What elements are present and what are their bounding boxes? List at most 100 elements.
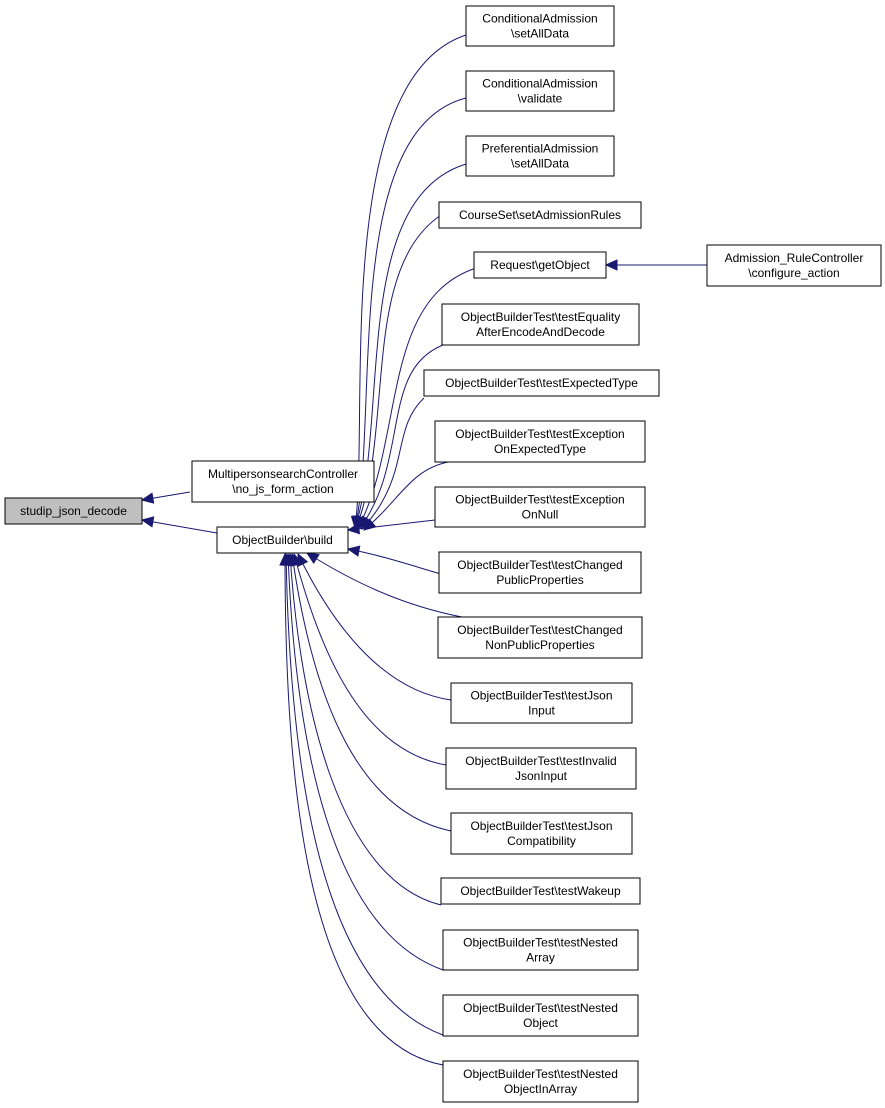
node-t_chpub[interactable]: ObjectBuilderTest\testChangedPublicPrope…: [438, 551, 642, 594]
node-mpsc[interactable]: MultipersonsearchController\no_js_form_a…: [191, 460, 375, 503]
node-box: [473, 251, 607, 279]
node-box: [442, 929, 639, 971]
node-label: ObjectBuilderTest\testChanged: [457, 558, 622, 572]
node-box: [434, 420, 646, 463]
node-label: Compatibility: [507, 834, 576, 848]
edge-line: [285, 553, 444, 1036]
arrowhead-icon: [346, 522, 361, 535]
node-t_equal[interactable]: ObjectBuilderTest\testEqualityAfterEncod…: [441, 303, 640, 346]
arrowhead-icon: [140, 492, 155, 504]
edge-arc_conf-to-req_get: [604, 259, 707, 271]
node-build[interactable]: ObjectBuilder\build: [216, 526, 349, 554]
node-label: Request\getObject: [490, 258, 590, 272]
edge-line: [297, 553, 452, 701]
arrowhead-icon: [346, 545, 361, 557]
node-t_wakeup[interactable]: ObjectBuilderTest\testWakeup: [440, 877, 641, 905]
node-label: MultipersonsearchController: [208, 467, 358, 481]
node-arc_conf[interactable]: Admission_RuleController\configure_actio…: [706, 244, 882, 287]
node-box: [216, 526, 349, 554]
node-label: ObjectBuilderTest\testException: [455, 493, 624, 507]
node-label: \setAllData: [511, 157, 569, 171]
node-t_excexp[interactable]: ObjectBuilderTest\testExceptionOnExpecte…: [434, 420, 646, 463]
node-label: ObjectBuilderTest\testExpectedType: [445, 376, 638, 390]
edge-line: [363, 461, 449, 531]
node-pa_set[interactable]: PreferentialAdmission\setAllData: [465, 135, 615, 177]
edge-t_nestarr-to-build: [282, 552, 444, 971]
node-label: ObjectBuilderTest\testJson: [470, 689, 612, 703]
node-t_chnonpub[interactable]: ObjectBuilderTest\testChangedNonPublicPr…: [437, 616, 643, 659]
node-box: [441, 303, 640, 346]
edge-t_jsoncompat-to-build: [287, 552, 452, 832]
node-label: \no_js_form_action: [232, 482, 333, 496]
node-label: JsonInput: [515, 769, 568, 783]
node-t_nestobjarr[interactable]: ObjectBuilderTest\testNestedObjectInArra…: [442, 1060, 639, 1103]
node-label: Admission_RuleController: [725, 251, 864, 265]
edge-line: [347, 519, 436, 531]
edge-t_chnonpub-to-build: [305, 552, 463, 618]
node-box: [4, 497, 143, 525]
node-label: PreferentialAdmission: [482, 142, 599, 156]
node-label: NonPublicProperties: [485, 638, 594, 652]
node-label: OnNull: [522, 508, 559, 522]
node-label: ObjectBuilderTest\testChanged: [457, 623, 622, 637]
edge-line: [347, 548, 442, 575]
edge-t_wakeup-to-build: [284, 552, 442, 906]
node-label: \validate: [518, 92, 563, 106]
node-label: ObjectBuilder\build: [232, 533, 333, 547]
edge-line: [141, 519, 218, 534]
node-box: [445, 747, 637, 790]
node-label: ObjectBuilderTest\testNested: [463, 1067, 618, 1081]
node-label: ObjectBuilderTest\testWakeup: [460, 884, 621, 898]
node-label: Object: [523, 1016, 558, 1030]
node-label: PublicProperties: [496, 573, 583, 587]
node-box: [438, 201, 642, 229]
arrowhead-icon: [604, 259, 618, 271]
node-box: [434, 486, 646, 528]
node-label: ConditionalAdmission: [482, 77, 597, 91]
edge-line: [284, 553, 444, 1066]
node-label: \setAllData: [511, 27, 569, 41]
edge-t_excnull-to-build: [346, 519, 436, 535]
node-label: ObjectBuilderTest\testInvalid: [465, 754, 616, 768]
node-root[interactable]: studip_json_decode: [4, 497, 143, 525]
node-ca_val[interactable]: ConditionalAdmission\validate: [465, 70, 615, 112]
node-req_get[interactable]: Request\getObject: [473, 251, 607, 279]
node-cs_rules[interactable]: CourseSet\setAdmissionRules: [438, 201, 642, 229]
node-label: \configure_action: [748, 266, 839, 280]
node-box: [465, 70, 615, 112]
node-t_exptype[interactable]: ObjectBuilderTest\testExpectedType: [423, 369, 660, 397]
node-box: [423, 369, 660, 397]
node-box: [450, 812, 633, 855]
edge-line: [293, 553, 447, 766]
edge-t_nestobjarr-to-build: [279, 552, 444, 1066]
arrowhead-icon: [279, 552, 291, 566]
arrowhead-icon: [305, 552, 320, 565]
node-label: Input: [528, 704, 555, 718]
node-box: [442, 1060, 639, 1103]
node-label: ObjectBuilderTest\testException: [455, 427, 624, 441]
edge-line: [359, 344, 444, 529]
nodes-layer: studip_json_decode MultipersonsearchContr…: [4, 5, 882, 1103]
edge-line: [287, 553, 444, 971]
node-label: ObjectBuilderTest\testNested: [463, 1001, 618, 1015]
node-box: [191, 460, 375, 503]
node-label: CourseSet\setAdmissionRules: [459, 208, 621, 222]
edge-line: [291, 553, 452, 832]
node-box: [437, 616, 643, 659]
node-box: [706, 244, 882, 287]
node-ca_set[interactable]: ConditionalAdmission\setAllData: [465, 5, 615, 47]
edge-line: [289, 553, 442, 906]
node-box: [450, 682, 633, 724]
node-box: [465, 5, 615, 47]
node-label: ConditionalAdmission: [482, 12, 597, 26]
edge-t_chpub-to-build: [346, 545, 442, 575]
node-label: studip_json_decode: [20, 504, 127, 518]
node-label: OnExpectedType: [494, 442, 586, 456]
node-label: Array: [526, 951, 555, 965]
